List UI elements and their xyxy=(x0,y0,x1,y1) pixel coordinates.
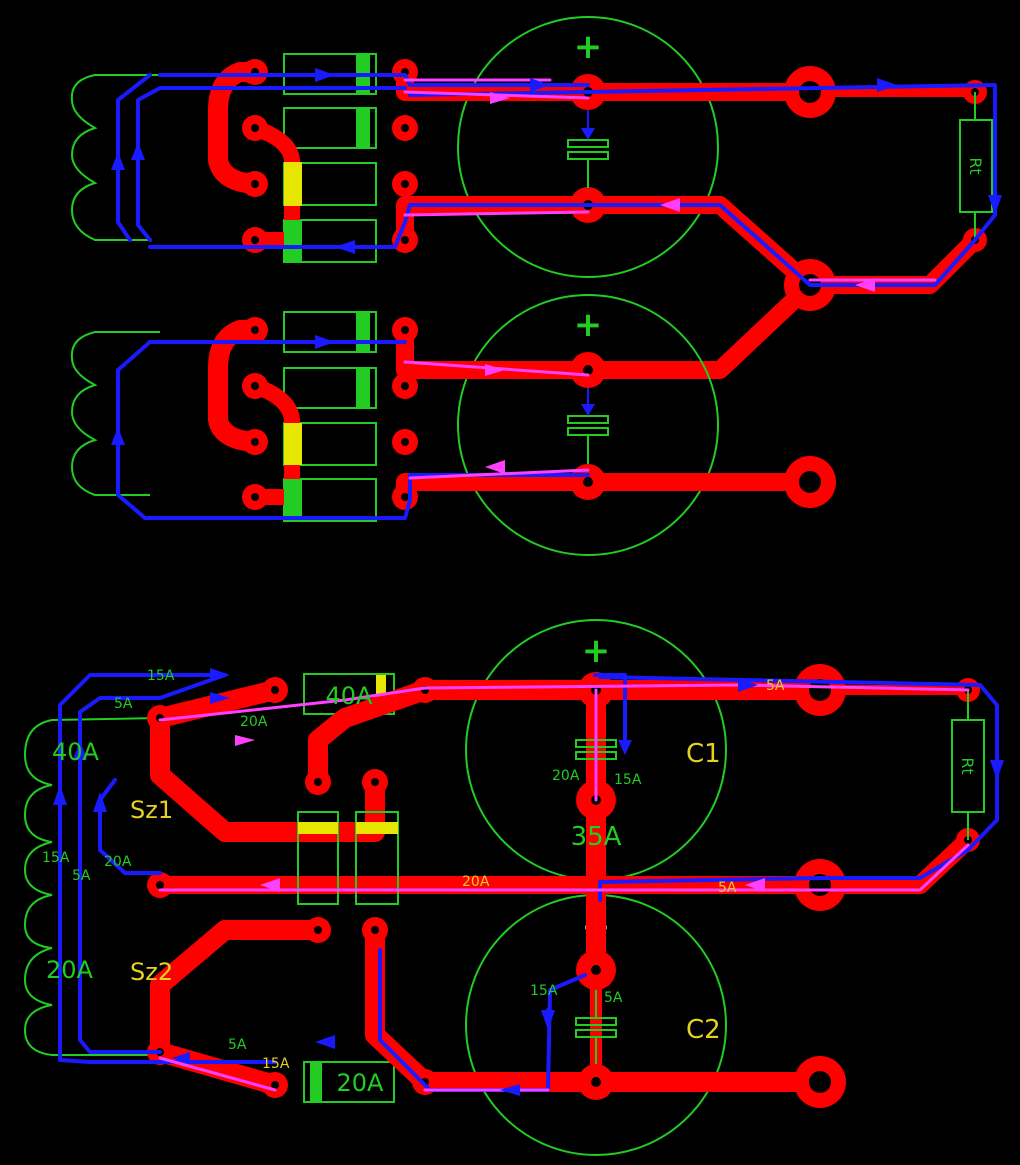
current-c1-in-20a: 20A xyxy=(552,768,580,784)
top2-arrow-3 xyxy=(485,460,505,474)
b-arrow-6 xyxy=(53,785,67,805)
current-top-5a: 5A xyxy=(114,696,133,712)
plus-bus-track xyxy=(308,680,830,792)
current-right-top-5a: 5A xyxy=(766,678,785,694)
top-upper-rectifier: + xyxy=(70,16,1002,379)
current-bottom-15a: 15A xyxy=(262,1056,290,1072)
top-lower-rectifier: + xyxy=(70,294,836,556)
top-diode-6-band xyxy=(356,369,370,407)
top-track-cross-link xyxy=(579,276,819,379)
b-arrow-2 xyxy=(210,692,230,704)
b-arrow-13 xyxy=(315,1035,335,1049)
b-arrow-4 xyxy=(990,760,1004,780)
current-coil-40a: 40A xyxy=(52,738,100,766)
top-arrow-9 xyxy=(111,152,125,170)
b-arrow-10 xyxy=(745,878,765,892)
b-arrow-14 xyxy=(172,1052,190,1064)
bottom-resistor-rt-label: Rt xyxy=(958,757,977,774)
top-capacitor-2-polarity: + xyxy=(574,305,603,345)
b-arrow-11 xyxy=(541,1010,555,1030)
top-diode-2 xyxy=(283,107,377,149)
current-c2-15a: 15A xyxy=(530,983,558,999)
current-top-15a: 15A xyxy=(147,668,175,684)
current-top-20a: 20A xyxy=(240,714,268,730)
c1-polarity: + xyxy=(582,631,611,671)
top-diode-5-band xyxy=(356,313,370,351)
b-arrow-9 xyxy=(260,878,280,892)
top-pads-2 xyxy=(242,317,836,510)
top-capacitor-2-outline xyxy=(457,294,719,556)
top-diode-4-band xyxy=(284,220,302,262)
diode-20a-band xyxy=(310,1063,322,1101)
diode-40a-label: 40A xyxy=(326,682,374,710)
current-return-5a: 5A xyxy=(718,880,737,896)
c2-symbol xyxy=(575,990,617,1064)
current-mid-20a: 20A xyxy=(462,874,490,890)
top2-arrow-2 xyxy=(485,364,505,376)
bottom-current-path-right xyxy=(598,675,999,902)
top-diode-2-band xyxy=(356,109,370,147)
top2-arrow-4 xyxy=(111,427,125,445)
current-left-5a: 5A xyxy=(72,868,91,884)
top-capacitor-1-symbol xyxy=(567,110,609,188)
sz1-label: Sz1 xyxy=(130,796,173,824)
top-diode-5 xyxy=(283,311,377,353)
b-arrow-7 xyxy=(73,740,87,760)
top-capacitor-2-symbol xyxy=(567,388,609,464)
top-diode-6 xyxy=(283,367,377,409)
sz1-diode-left-band xyxy=(298,822,338,834)
b-arrow-15 xyxy=(235,735,255,746)
bottom-current-path-outer xyxy=(58,673,627,1064)
top-arrow-8 xyxy=(335,240,355,254)
top-arrow-2 xyxy=(530,78,550,92)
bottom-coil xyxy=(23,717,161,1056)
sz2-label: Sz2 xyxy=(130,958,173,986)
top-capacitor-1-polarity: + xyxy=(574,27,603,67)
b-arrow-8 xyxy=(93,792,107,812)
current-c2-5a: 5A xyxy=(604,990,623,1006)
top-diode-3-band xyxy=(284,162,302,206)
current-bottom-5a: 5A xyxy=(228,1037,247,1053)
top-capacitor-1-outline xyxy=(457,16,719,278)
b-arrow-12 xyxy=(500,1084,520,1096)
bottom-pads xyxy=(147,664,980,1108)
top2-arrow-1 xyxy=(315,335,335,349)
c2-label: C2 xyxy=(686,1015,721,1045)
top-coil-1 xyxy=(70,74,160,241)
top-arrow-4 xyxy=(877,78,897,92)
c1-label: C1 xyxy=(686,739,721,769)
top-arrow-1 xyxy=(315,68,335,82)
b-arrow-1 xyxy=(210,668,230,682)
top-diode-7-band xyxy=(284,423,302,465)
b-arrow-5 xyxy=(618,740,632,755)
top-coil-2 xyxy=(70,331,160,496)
node-35a-label: 35A xyxy=(571,822,622,852)
top-arrow-6 xyxy=(855,278,875,292)
top-resistor-rt-label: Rt xyxy=(966,157,985,174)
top-arrow-10 xyxy=(131,142,145,160)
current-coil-20a: 20A xyxy=(46,956,94,984)
sz1-diode-right-band xyxy=(356,822,398,834)
diode-20a xyxy=(303,1061,395,1103)
diode-20a-label: 20A xyxy=(337,1069,385,1097)
b-arrow-3 xyxy=(738,678,758,692)
current-inner-20a: 20A xyxy=(104,854,132,870)
sz1-diode-right xyxy=(355,811,399,905)
top2-track-left-u xyxy=(208,320,265,452)
current-left-15a: 15A xyxy=(42,850,70,866)
sz1-diode-left xyxy=(297,811,339,905)
top-arrow-7 xyxy=(660,198,680,212)
top-diode-8-band xyxy=(284,479,302,521)
bottom-rectifier: + + xyxy=(23,619,1004,1156)
top-arrow-3 xyxy=(490,92,510,104)
top-arrow-5 xyxy=(988,195,1002,215)
current-c1-out-15a: 15A xyxy=(614,772,642,788)
